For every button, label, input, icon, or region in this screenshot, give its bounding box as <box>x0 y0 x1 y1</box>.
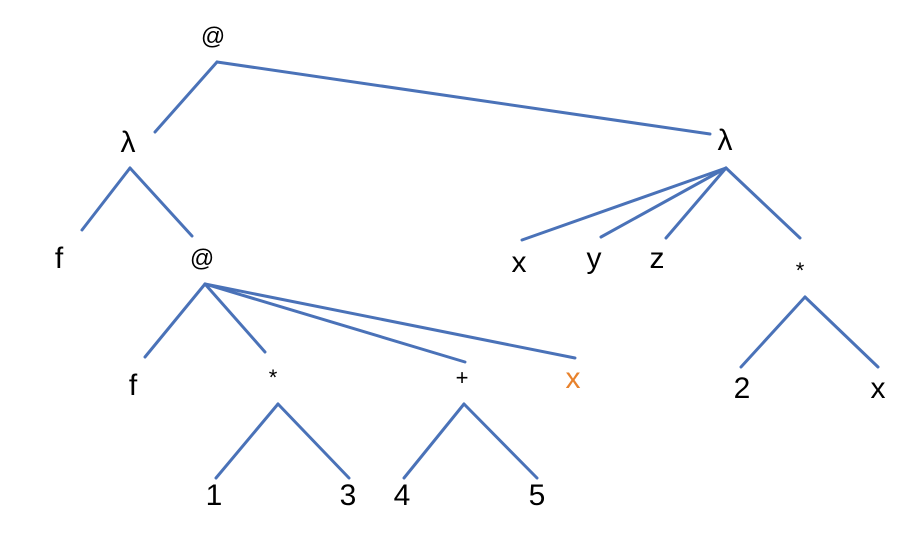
node-arg-x-highlight: x <box>566 362 581 395</box>
node-plus: + <box>456 365 469 390</box>
edge-lambda-app <box>128 166 194 238</box>
edge-rlambda-x <box>520 166 728 242</box>
node-param-x: x <box>512 246 527 279</box>
node-param-z: z <box>650 242 665 275</box>
node-var-x: x <box>871 372 886 405</box>
node-one: 1 <box>206 479 223 512</box>
edge-app-f <box>143 282 207 359</box>
edge-times2-x <box>803 295 880 369</box>
edge-app-x <box>203 282 577 360</box>
node-five: 5 <box>529 479 546 512</box>
node-four: 4 <box>394 479 411 512</box>
node-left-lambda: λ <box>121 126 136 159</box>
node-two: 2 <box>734 372 751 405</box>
node-three: 3 <box>340 479 357 512</box>
edge-times-3 <box>276 402 351 480</box>
node-times-2: * <box>796 258 805 283</box>
edge-times-1 <box>214 402 280 480</box>
node-root-app: @ <box>201 23 225 50</box>
edge-times2-2 <box>739 295 807 369</box>
edge-root-left <box>153 60 219 134</box>
edge-root-right <box>215 60 712 136</box>
node-right-lambda: λ <box>718 124 733 157</box>
node-inner-app: @ <box>190 245 214 272</box>
edge-rlambda-z <box>664 166 728 240</box>
edge-app-times <box>203 282 267 354</box>
edge-app-plus <box>203 282 467 364</box>
tree-edges <box>80 60 880 480</box>
edge-rlambda-y <box>599 166 728 239</box>
tree-nodes: @ λ λ f @ f * + x 1 3 4 5 x y z * 2 x <box>55 23 886 512</box>
node-arg-f: f <box>129 369 138 402</box>
edge-plus-4 <box>402 402 466 480</box>
node-times-1: * <box>269 365 278 390</box>
node-param-f: f <box>55 242 64 275</box>
node-param-y: y <box>587 242 602 275</box>
edge-plus-5 <box>462 402 539 480</box>
edge-rlambda-times <box>724 166 802 240</box>
edge-lambda-f <box>80 166 132 232</box>
